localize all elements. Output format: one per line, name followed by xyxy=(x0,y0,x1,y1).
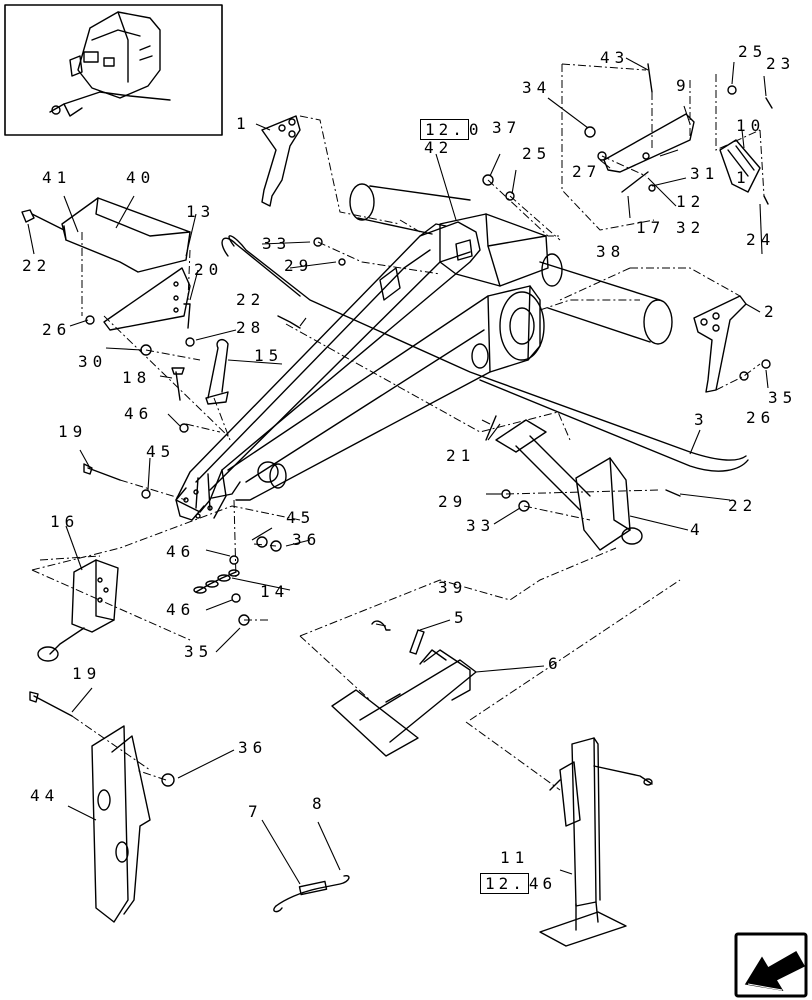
axle-tube xyxy=(349,183,673,345)
reference-12-46[interactable]: 12.46 xyxy=(480,873,557,894)
callout-45-a[interactable]: 45 xyxy=(146,442,176,461)
callout-36-b[interactable]: 36 xyxy=(238,738,268,757)
callout-25-a[interactable]: 25 xyxy=(738,42,768,61)
callout-2[interactable]: 2 xyxy=(764,302,779,321)
callout-19-b[interactable]: 19 xyxy=(72,664,102,683)
callout-43[interactable]: 43 xyxy=(600,48,630,67)
callout-1[interactable]: 1 xyxy=(236,114,251,133)
callout-32[interactable]: 32 xyxy=(676,218,706,237)
callout-16[interactable]: 16 xyxy=(50,512,80,531)
reference-suffix: 46 xyxy=(528,874,557,893)
callout-46-b[interactable]: 46 xyxy=(166,542,196,561)
callout-45-b[interactable]: 45 xyxy=(286,508,316,527)
callout-31[interactable]: 31 xyxy=(690,164,720,183)
callout-33-b[interactable]: 33 xyxy=(466,516,496,535)
callout-25-b[interactable]: 25 xyxy=(522,144,552,163)
callout-41[interactable]: 41 xyxy=(42,168,72,187)
brace-rod xyxy=(221,235,749,472)
callout-9[interactable]: 9 xyxy=(676,76,691,95)
bracket-2 xyxy=(693,295,747,393)
pin-39 xyxy=(371,620,391,631)
hitch-eye-16 xyxy=(37,559,119,662)
callout-42[interactable]: 42 xyxy=(424,138,454,157)
callout-17[interactable]: 17 xyxy=(636,218,666,237)
assembly-lines xyxy=(31,63,765,791)
callout-46-a[interactable]: 46 xyxy=(124,404,154,423)
callout-35-b[interactable]: 35 xyxy=(184,642,214,661)
callout-22-c[interactable]: 22 xyxy=(728,496,758,515)
callout-35-a[interactable]: 35 xyxy=(768,388,798,407)
rest-stand-6 xyxy=(331,649,477,757)
bearing-housing xyxy=(439,213,549,369)
callout-11[interactable]: 11 xyxy=(500,848,530,867)
previous-arrow-icon[interactable] xyxy=(734,932,808,998)
jack-11 xyxy=(539,737,653,947)
callout-6[interactable]: 6 xyxy=(548,654,563,673)
bracket-1 xyxy=(261,115,301,207)
callout-33-a[interactable]: 33 xyxy=(262,234,292,253)
reference-box: 12. xyxy=(420,119,469,140)
callout-40[interactable]: 40 xyxy=(126,168,156,187)
strap-7-8 xyxy=(273,874,350,913)
callout-4[interactable]: 4 xyxy=(690,520,705,539)
overview-thumbnail xyxy=(4,4,223,136)
clip-10 xyxy=(719,139,761,193)
leader-lines xyxy=(27,57,769,885)
callout-36-a[interactable]: 36 xyxy=(292,530,322,549)
spring-38 xyxy=(621,171,649,193)
callout-28[interactable]: 28 xyxy=(236,318,266,337)
callout-22-b[interactable]: 22 xyxy=(236,290,266,309)
pin-5 xyxy=(409,629,425,655)
callout-29-b[interactable]: 29 xyxy=(438,492,468,511)
callout-44[interactable]: 44 xyxy=(30,786,60,805)
callout-3[interactable]: 3 xyxy=(694,410,709,429)
callout-14[interactable]: 14 xyxy=(260,582,290,601)
jack-stand-44 xyxy=(91,725,151,923)
hairpin-15 xyxy=(205,338,229,405)
reference-box: 12. xyxy=(480,873,529,894)
jack-mount-4 xyxy=(495,419,643,551)
callout-22-a[interactable]: 22 xyxy=(22,256,52,275)
callout-24[interactable]: 24 xyxy=(746,230,776,249)
callout-29-a[interactable]: 29 xyxy=(284,256,314,275)
bracket-13 xyxy=(103,267,191,331)
callout-37[interactable]: 37 xyxy=(492,118,522,137)
callout-18[interactable]: 18 xyxy=(122,368,152,387)
callout-23[interactable]: 23 xyxy=(766,54,796,73)
callout-5[interactable]: 5 xyxy=(454,608,469,627)
reference-suffix: 0 xyxy=(468,120,483,139)
callout-38[interactable]: 38 xyxy=(596,242,626,261)
callout-27[interactable]: 27 xyxy=(572,162,602,181)
callout-13[interactable]: 13 xyxy=(186,202,216,221)
callout-19-a[interactable]: 19 xyxy=(58,422,88,441)
reference-12-0[interactable]: 12.0 xyxy=(420,119,483,140)
callout-20[interactable]: 20 xyxy=(194,260,224,279)
fasteners xyxy=(21,63,773,787)
chain-14 xyxy=(193,569,240,594)
callout-26-a[interactable]: 26 xyxy=(42,320,72,339)
callout-39[interactable]: 39 xyxy=(438,578,468,597)
callout-30[interactable]: 30 xyxy=(78,352,108,371)
callout-8[interactable]: 8 xyxy=(312,794,327,813)
callout-21[interactable]: 21 xyxy=(446,446,476,465)
callout-7[interactable]: 7 xyxy=(248,802,263,821)
callout-16-partial[interactable]: 1 xyxy=(736,168,751,187)
callout-12[interactable]: 12 xyxy=(676,192,706,211)
callout-15[interactable]: 15 xyxy=(254,346,284,365)
callout-10[interactable]: 10 xyxy=(736,116,766,135)
callout-34[interactable]: 34 xyxy=(522,78,552,97)
callout-26-b[interactable]: 26 xyxy=(746,408,776,427)
callout-46-c[interactable]: 46 xyxy=(166,600,196,619)
plate-40-41 xyxy=(61,197,191,273)
